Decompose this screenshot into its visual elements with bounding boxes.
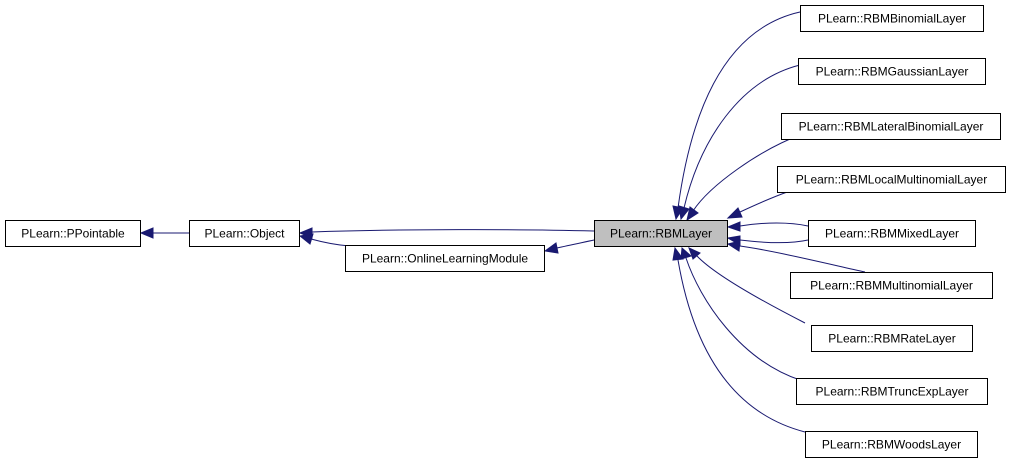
edge-rate-to-rbmlayer [696, 255, 806, 324]
arrowhead-rbmlayer-from-mixed-upper [726, 221, 741, 232]
node-rbm-trunc-exp-layer-label: PLearn::RBMTruncExpLayer [816, 385, 969, 399]
edge-mixed-to-rbmlayer-lower [739, 239, 809, 244]
arrowhead-rbmlayer-from-rate [688, 247, 701, 260]
arrowhead-rbmlayer-from-localmulti [726, 207, 743, 219]
arrowhead-ppointable [139, 227, 154, 239]
arrowhead-object-from-online [298, 233, 314, 245]
node-online-learning-module[interactable]: PLearn::OnlineLearningModule [345, 245, 545, 272]
node-rbm-trunc-exp-layer[interactable]: PLearn::RBMTruncExpLayer [796, 378, 988, 405]
edge-online-to-object [310, 238, 351, 247]
arrowhead-rbmlayer-from-gaussian [678, 205, 690, 221]
edge-mixed-to-rbmlayer-upper [739, 222, 809, 227]
node-rbm-rate-layer-label: PLearn::RBMRateLayer [828, 332, 955, 346]
edge-multinomial-to-rbmlayer [739, 245, 866, 273]
node-rbm-binomial-layer-label: PLearn::RBMBinomialLayer [818, 12, 966, 26]
node-rbm-local-multinomial-layer[interactable]: PLearn::RBMLocalMultinomialLayer [777, 166, 1006, 193]
node-rbm-mixed-layer-label: PLearn::RBMMixedLayer [825, 227, 959, 241]
node-rbm-rate-layer[interactable]: PLearn::RBMRateLayer [811, 325, 973, 352]
node-object[interactable]: PLearn::Object [189, 220, 300, 247]
node-rbm-woods-layer[interactable]: PLearn::RBMWoodsLayer [805, 431, 978, 458]
edges [139, 11, 866, 433]
node-rbm-gaussian-layer[interactable]: PLearn::RBMGaussianLayer [798, 58, 986, 85]
arrowhead-rbmlayer-from-lateral [686, 206, 699, 222]
node-rbm-lateral-binomial-layer-label: PLearn::RBMLateralBinomialLayer [799, 120, 984, 134]
node-rbm-multinomial-layer-label: PLearn::RBMMultinomialLayer [810, 279, 973, 293]
edge-gaussian-to-rbmlayer [683, 64, 801, 209]
edge-localmulti-to-rbmlayer [739, 190, 791, 213]
edge-woods-to-rbmlayer [677, 259, 806, 433]
node-rbm-mixed-layer[interactable]: PLearn::RBMMixedLayer [808, 220, 976, 247]
node-ppointable[interactable]: PLearn::PPointable [5, 220, 141, 247]
edge-binomial-to-rbmlayer [677, 11, 801, 209]
node-ppointable-label: PLearn::PPointable [21, 227, 125, 241]
edge-truncexp-to-rbmlayer [685, 257, 801, 381]
node-rbm-layer[interactable]: PLearn::RBMLayer [594, 220, 728, 247]
node-rbm-multinomial-layer[interactable]: PLearn::RBMMultinomialLayer [790, 272, 993, 299]
arrowhead-online-from-rbmlayer [543, 242, 559, 254]
node-rbm-local-multinomial-layer-label: PLearn::RBMLocalMultinomialLayer [796, 173, 987, 187]
node-rbm-binomial-layer[interactable]: PLearn::RBMBinomialLayer [800, 5, 984, 32]
node-rbm-layer-label: PLearn::RBMLayer [610, 227, 712, 241]
node-object-label: PLearn::Object [204, 227, 285, 241]
node-rbm-gaussian-layer-label: PLearn::RBMGaussianLayer [816, 65, 969, 79]
edge-lateral-to-rbmlayer [692, 134, 801, 212]
edge-rbmlayer-to-object [311, 229, 595, 233]
node-online-learning-module-label: PLearn::OnlineLearningModule [362, 252, 528, 266]
arrowhead-rbmlayer-from-multinomial [726, 240, 741, 252]
arrowhead-rbmlayer-from-woods [672, 246, 684, 261]
node-rbm-woods-layer-label: PLearn::RBMWoodsLayer [822, 438, 961, 452]
edge-rbmlayer-to-online [556, 239, 595, 249]
arrowhead-rbmlayer-from-truncexp [680, 246, 693, 260]
node-rbm-lateral-binomial-layer[interactable]: PLearn::RBMLateralBinomialLayer [781, 113, 1001, 140]
